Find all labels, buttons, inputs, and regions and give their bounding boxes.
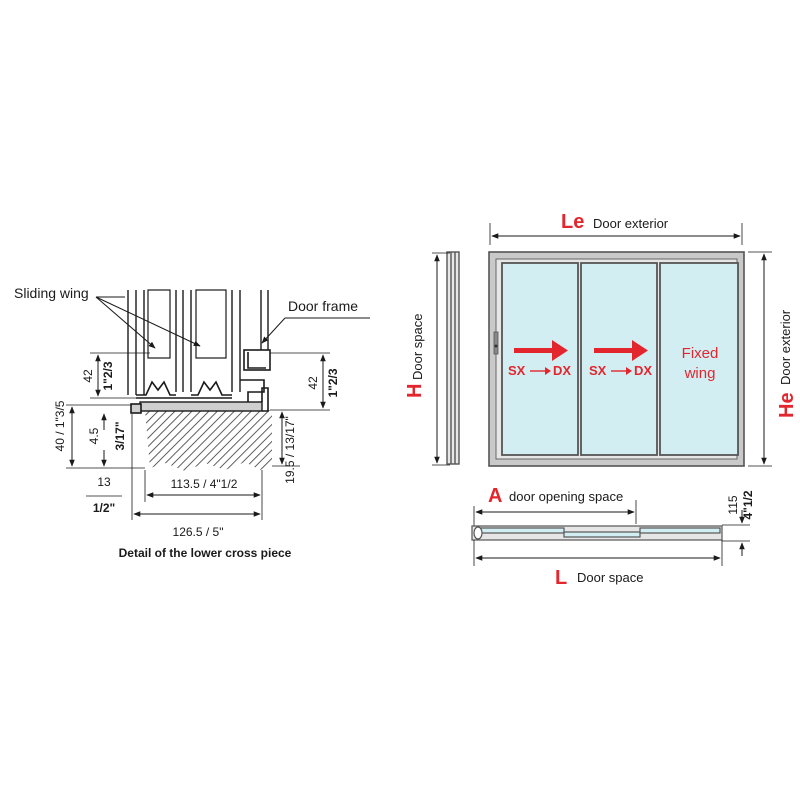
dim-126-5: 126.5 / 5": [133, 511, 261, 539]
dim-115-imp: 4"1/2: [741, 490, 755, 519]
svg-text:19.5 / 13/17": 19.5 / 13/17": [283, 416, 297, 484]
svg-text:1/2": 1/2": [93, 501, 115, 515]
he-text: Door exterior: [778, 309, 793, 385]
a-letter: A: [488, 485, 502, 507]
svg-text:42: 42: [81, 369, 95, 383]
svg-text:4.5: 4.5: [87, 427, 101, 444]
h-text: Door space: [410, 314, 425, 380]
svg-text:DX: DX: [553, 363, 571, 378]
floor-hatch: [145, 410, 272, 471]
leader-sliding-wing-2: [95, 296, 201, 347]
slide-arrow-1: [514, 340, 568, 361]
svg-text:40 / 1"3/5: 40 / 1"3/5: [53, 400, 67, 451]
h-letter: H: [404, 384, 426, 398]
side-profile: [446, 251, 460, 465]
sliding-wing-profiles: [127, 289, 269, 395]
track-plan: [471, 525, 723, 541]
a-text: door opening space: [509, 489, 623, 504]
label-sliding-wing: Sliding wing: [14, 285, 89, 301]
fixed-wing-line2: wing: [684, 365, 716, 382]
detail-caption: Detail of the lower cross piece: [119, 546, 292, 560]
le-letter: Le: [561, 211, 584, 233]
dim-42-left: 42 1"2/3: [81, 352, 150, 399]
svg-text:SX: SX: [508, 363, 526, 378]
svg-text:113.5 / 4"1/2: 113.5 / 4"1/2: [171, 477, 238, 491]
direction-label-2: SX DX: [589, 363, 652, 378]
l-text: Door space: [577, 570, 643, 585]
leader-door-frame: [261, 317, 286, 344]
svg-text:126.5 / 5": 126.5 / 5": [173, 525, 224, 539]
handle-icon: [493, 331, 499, 355]
le-text: Door exterior: [593, 216, 669, 231]
slide-arrow-2: [594, 340, 648, 361]
dim-115: 115: [726, 495, 740, 514]
dim-13: 13 1/2": [86, 414, 133, 520]
fixed-panel: [659, 262, 739, 456]
dim-113-5: 113.5 / 4"1/2: [144, 470, 263, 520]
lower-rail-profile: [130, 349, 271, 414]
svg-text:3/17": 3/17": [113, 421, 127, 450]
svg-text:DX: DX: [634, 363, 652, 378]
leader-sliding-wing: [95, 296, 156, 349]
door-elevation: Le Door exterior H Door space: [404, 211, 798, 467]
dim-4-5: 4.5 3/17": [87, 413, 127, 467]
svg-text:42: 42: [306, 376, 320, 390]
sliding-panel-2: [580, 262, 658, 456]
sliding-panel-1: [501, 262, 579, 456]
svg-text:1"2/3: 1"2/3: [326, 368, 340, 397]
svg-text:1"2/3: 1"2/3: [101, 361, 115, 390]
direction-label-1: SX DX: [508, 363, 571, 378]
svg-text:13: 13: [97, 475, 111, 489]
he-letter: He: [776, 392, 798, 418]
dim-19-5: 19.5 / 13/17": [272, 411, 300, 484]
lower-cross-piece-detail: Sliding wing Door frame 42 1"2/3 42 1"2/…: [14, 285, 370, 560]
plan-view: A door opening space 115 4"1/2 L Door sp…: [471, 485, 755, 589]
l-letter: L: [555, 567, 567, 589]
fixed-wing-line1: Fixed: [682, 345, 719, 362]
label-door-frame: Door frame: [288, 298, 358, 314]
svg-text:SX: SX: [589, 363, 607, 378]
dim-42-right: 42 1"2/3: [270, 352, 340, 411]
